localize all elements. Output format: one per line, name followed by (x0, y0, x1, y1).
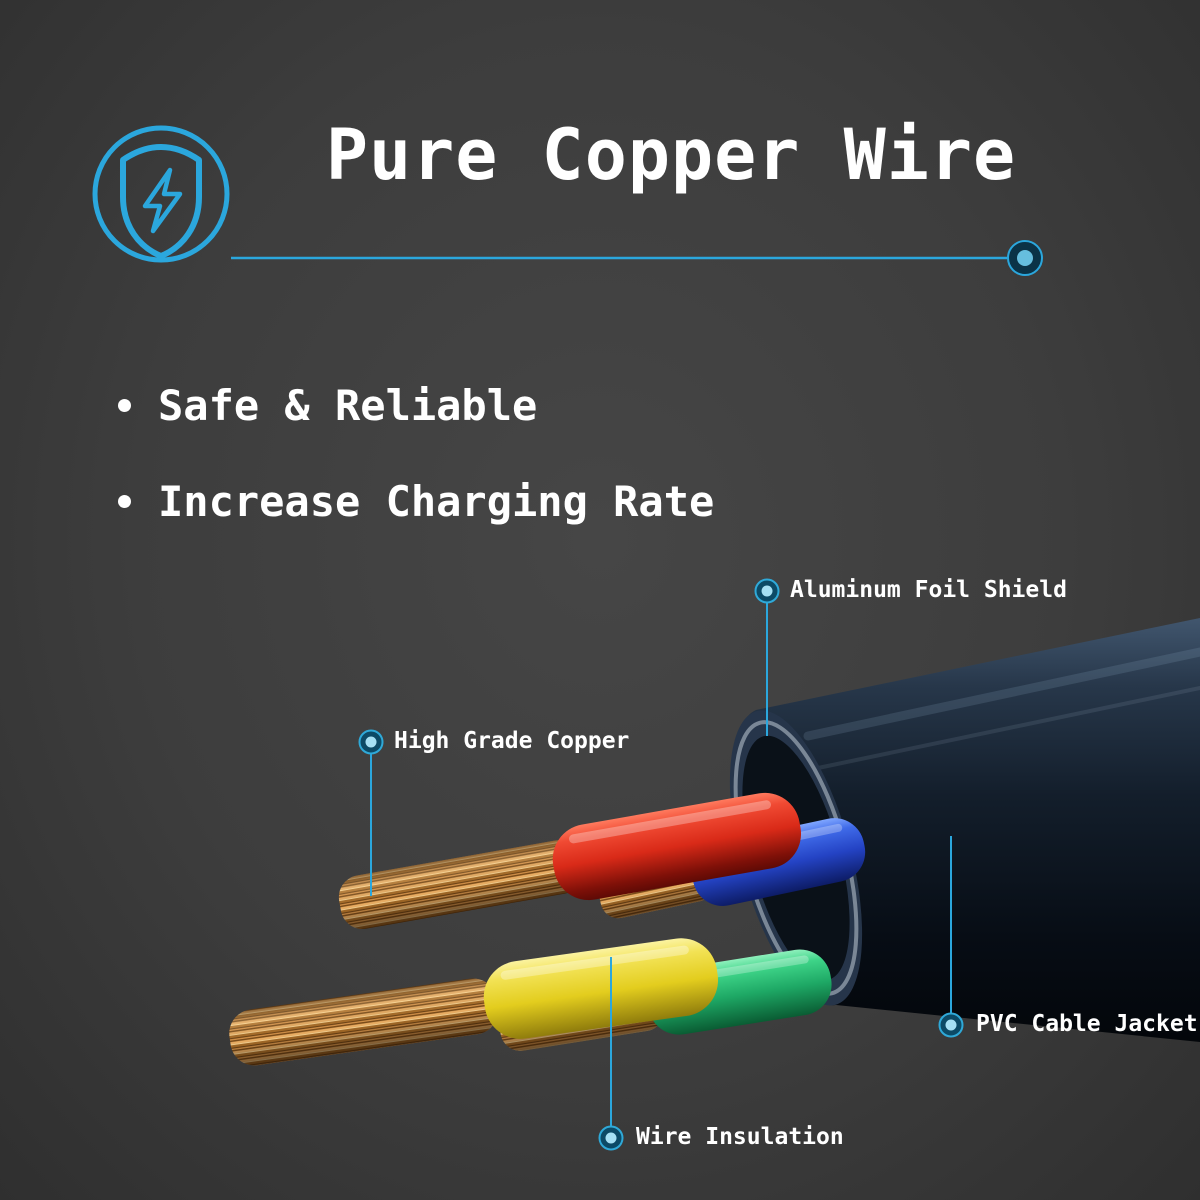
callout-lines (370, 602, 952, 1127)
page-title: Pure Copper Wire (325, 114, 1017, 196)
feature-text: Safe & Reliable (158, 380, 538, 430)
bullet-dot (118, 494, 131, 508)
wire-yellow (229, 938, 719, 1066)
icon-circle (92, 125, 230, 263)
lightning-bolt-icon (142, 167, 183, 234)
label-aluminum-foil-shield: Aluminum Foil Shield (790, 577, 1067, 603)
callout-dot-wire-insulation (598, 1125, 624, 1151)
feature-item: Increase Charging Rate (118, 476, 714, 526)
callout-dot-pvc-cable-jacket (938, 1012, 964, 1038)
feature-text: Increase Charging Rate (158, 476, 715, 526)
label-high-grade-copper: High Grade Copper (394, 728, 630, 754)
insulation-yellow (483, 938, 719, 1039)
shield-outline (120, 144, 202, 259)
feature-item: Safe & Reliable (118, 380, 714, 430)
label-wire-insulation: Wire Insulation (636, 1124, 844, 1150)
jacket-sheen-2 (816, 686, 1200, 770)
callout-dot-aluminum-foil-shield (754, 578, 780, 604)
shield-lightning-icon (92, 125, 230, 263)
divider-end-dot (1007, 240, 1043, 276)
callout-dot-high-grade-copper (358, 729, 384, 755)
insulation-red (552, 792, 802, 901)
feature-list: Safe & Reliable Increase Charging Rate (118, 380, 714, 526)
bullet-dot (118, 398, 131, 412)
label-pvc-cable-jacket: PVC Cable Jacket (976, 1011, 1198, 1037)
jacket-sheen (803, 647, 1200, 741)
wire-red (338, 792, 802, 929)
